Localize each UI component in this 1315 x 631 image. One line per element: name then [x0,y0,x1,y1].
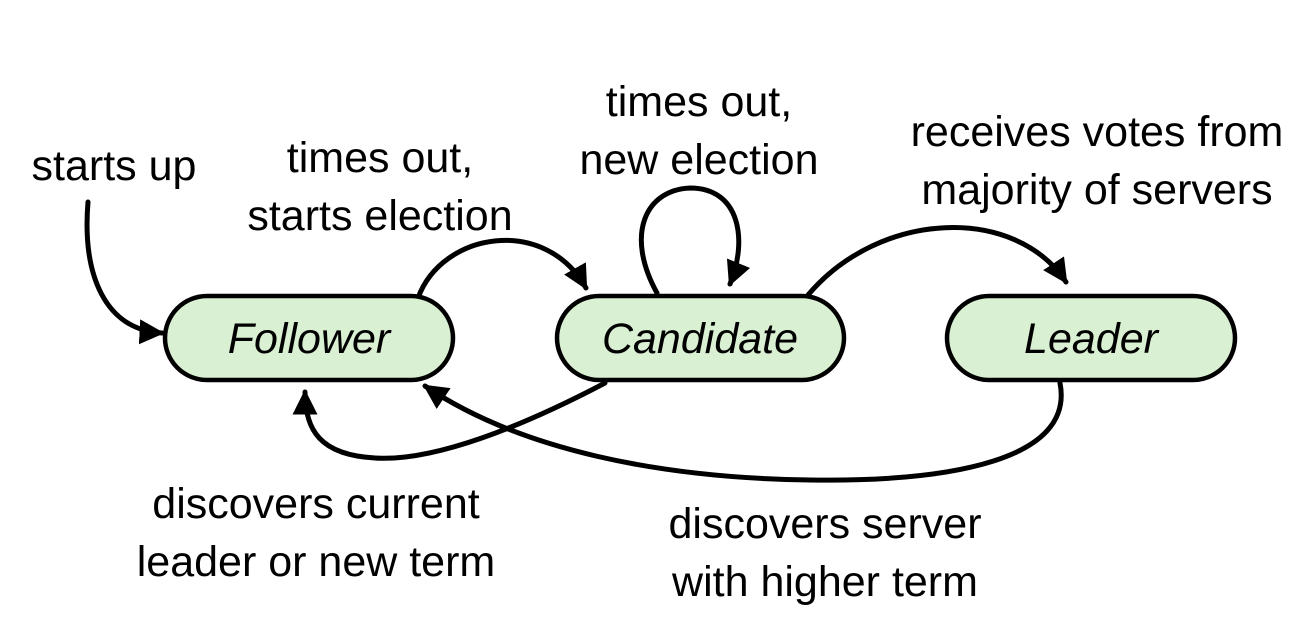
label-new-election-line1: times out, [606,78,792,126]
label-receives-votes-line2: majority of servers [921,166,1272,214]
label-starts-election-line2: starts election [247,192,512,240]
label-current-leader-line1: discovers current [152,480,479,528]
state-candidate-shape [554,293,847,383]
state-leader-label: Leader [1024,315,1160,363]
label-new-election-line2: new election [579,136,818,184]
state-leader: Leader [944,293,1238,383]
state-candidate: Candidate [554,293,847,383]
state-follower-shape [162,293,456,383]
state-leader-shape [944,293,1238,383]
label-current-leader-line2: leader or new term [137,538,496,586]
state-follower-label: Follower [228,315,392,363]
edge-times-out-new-election [638,185,751,296]
state-follower: Follower [162,293,456,383]
edge-starts-up [84,199,165,345]
label-starts-election-line1: times out, [287,134,473,182]
edge-receives-votes [805,225,1069,298]
edge-times-out-starts-election [415,237,589,301]
edge-discovers-current-leader [292,380,608,461]
label-starts-up: starts up [32,142,197,190]
edge-discovers-higher-term [422,380,1064,483]
state-candidate-label: Candidate [602,315,798,363]
label-higher-term-line1: discovers server [668,500,981,548]
label-receives-votes-line1: receives votes from [911,108,1284,156]
label-higher-term-line2: with higher term [671,558,978,606]
